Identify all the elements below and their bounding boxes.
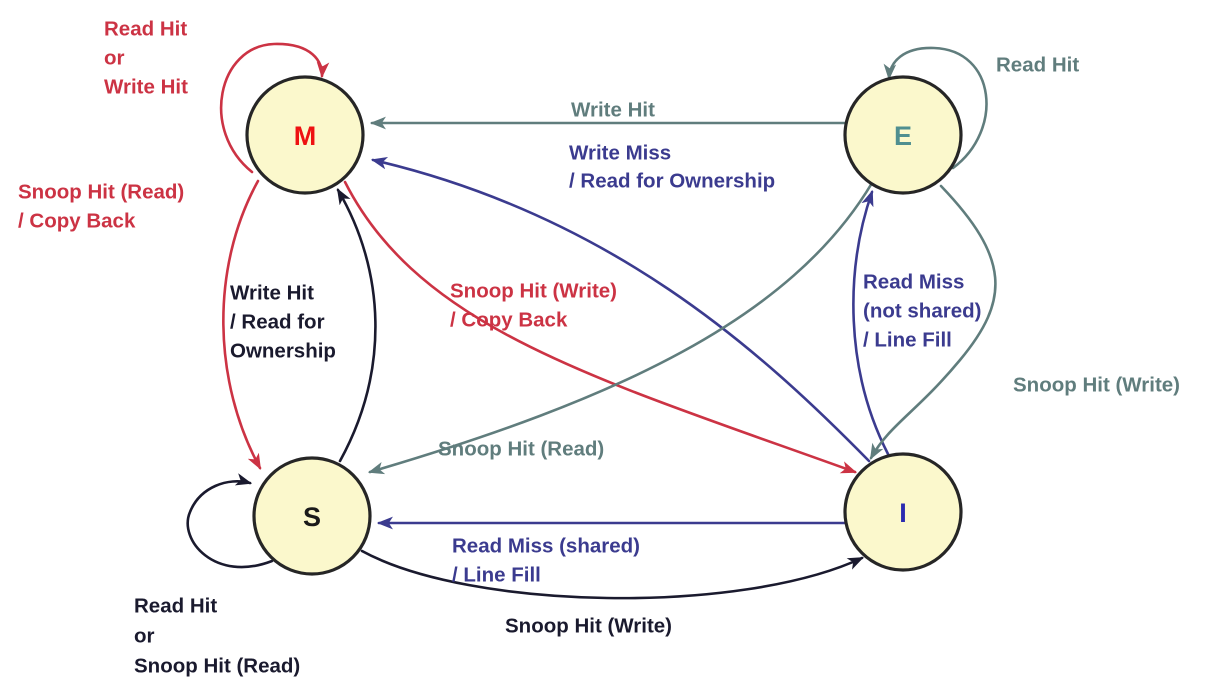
edge-m-to-s: [222, 179, 262, 470]
edge-s-to-m: [336, 188, 377, 463]
node-circle-S: [252, 456, 372, 576]
edge-m-self-loop: [219, 42, 330, 174]
node-M[interactable]: M: [245, 75, 365, 195]
edge-label-line: / Read for Ownership: [569, 169, 775, 192]
edge-label-s-to-i: Snoop Hit (Write): [505, 614, 672, 637]
edge-label-i-to-e: Read Miss (not shared) / Line Fill: [863, 270, 981, 351]
edge-label-line: Read Miss: [863, 270, 964, 293]
edge-label-line: Ownership: [230, 339, 336, 362]
edge-s-self-loop: [186, 473, 274, 569]
edge-label-s-self: Read Hit or Snoop Hit (Read): [134, 594, 300, 677]
edge-label-line: (not shared): [863, 299, 981, 322]
edge-label-line: Write Hit: [230, 281, 314, 304]
edge-label-e-self: Read Hit: [996, 53, 1079, 76]
node-label-I: I: [899, 498, 907, 528]
edge-s-to-i: [360, 549, 864, 600]
edge-label-line: Read Hit: [134, 594, 217, 617]
node-label-S: S: [303, 502, 321, 532]
edge-label-line: Read Hit: [996, 53, 1079, 76]
node-S[interactable]: S: [252, 456, 372, 576]
edge-label-e-to-s: Snoop Hit (Read): [438, 437, 604, 460]
edge-label-line: / Copy Back: [18, 209, 136, 232]
edge-label-line: Read Hit: [104, 17, 187, 40]
edge-e-self-loop: [883, 46, 988, 170]
edge-e-to-i: [869, 184, 997, 460]
node-E[interactable]: E: [843, 75, 963, 195]
edge-label-line: Snoop Hit (Write): [505, 614, 672, 637]
edge-label-line: Write Hit: [571, 98, 655, 121]
edge-label-line: / Line Fill: [863, 328, 952, 351]
edge-m-to-i: [343, 180, 858, 474]
edge-label-line: Snoop Hit (Read): [134, 654, 300, 677]
edge-label-e-to-i: Snoop Hit (Write): [1013, 373, 1180, 396]
edge-label-e-to-m: Write Hit: [571, 98, 655, 121]
edge-label-line: Write Hit: [104, 75, 188, 98]
node-I[interactable]: I: [843, 452, 963, 572]
edge-label-line: Snoop Hit (Write): [1013, 373, 1180, 396]
edge-label-m-self: Read Hit or Write Hit: [104, 17, 188, 98]
node-label-E: E: [894, 121, 912, 151]
edge-label-line: Read Miss (shared): [452, 534, 640, 557]
edge-label-line: or: [104, 46, 125, 69]
edge-label-line: Snoop Hit (Read): [18, 180, 184, 203]
edge-label-m-to-i: Snoop Hit (Write) / Copy Back: [450, 279, 617, 331]
edge-label-m-to-s: Snoop Hit (Read) / Copy Back: [18, 180, 184, 232]
node-label-M: M: [294, 121, 317, 151]
edge-label-s-to-m: Write Hit / Read for Ownership: [230, 281, 336, 362]
edge-label-line: Write Miss: [569, 141, 671, 164]
node-circle-M: [245, 75, 365, 195]
edge-label-line: / Line Fill: [452, 563, 541, 586]
edge-label-i-to-s: Read Miss (shared) / Line Fill: [452, 534, 640, 586]
edge-label-line: / Copy Back: [450, 308, 568, 331]
edge-label-i-to-m: Write Miss / Read for Ownership: [569, 141, 775, 192]
node-circle-E: [843, 75, 963, 195]
edge-label-line: Snoop Hit (Read): [438, 437, 604, 460]
node-circle-I: [843, 452, 963, 572]
edge-label-line: Snoop Hit (Write): [450, 279, 617, 302]
edge-label-line: or: [134, 624, 155, 647]
edge-e-to-s: [367, 181, 874, 475]
edge-i-to-e: [852, 189, 890, 456]
edge-i-to-m: [370, 157, 871, 463]
edge-label-line: / Read for: [230, 310, 325, 333]
